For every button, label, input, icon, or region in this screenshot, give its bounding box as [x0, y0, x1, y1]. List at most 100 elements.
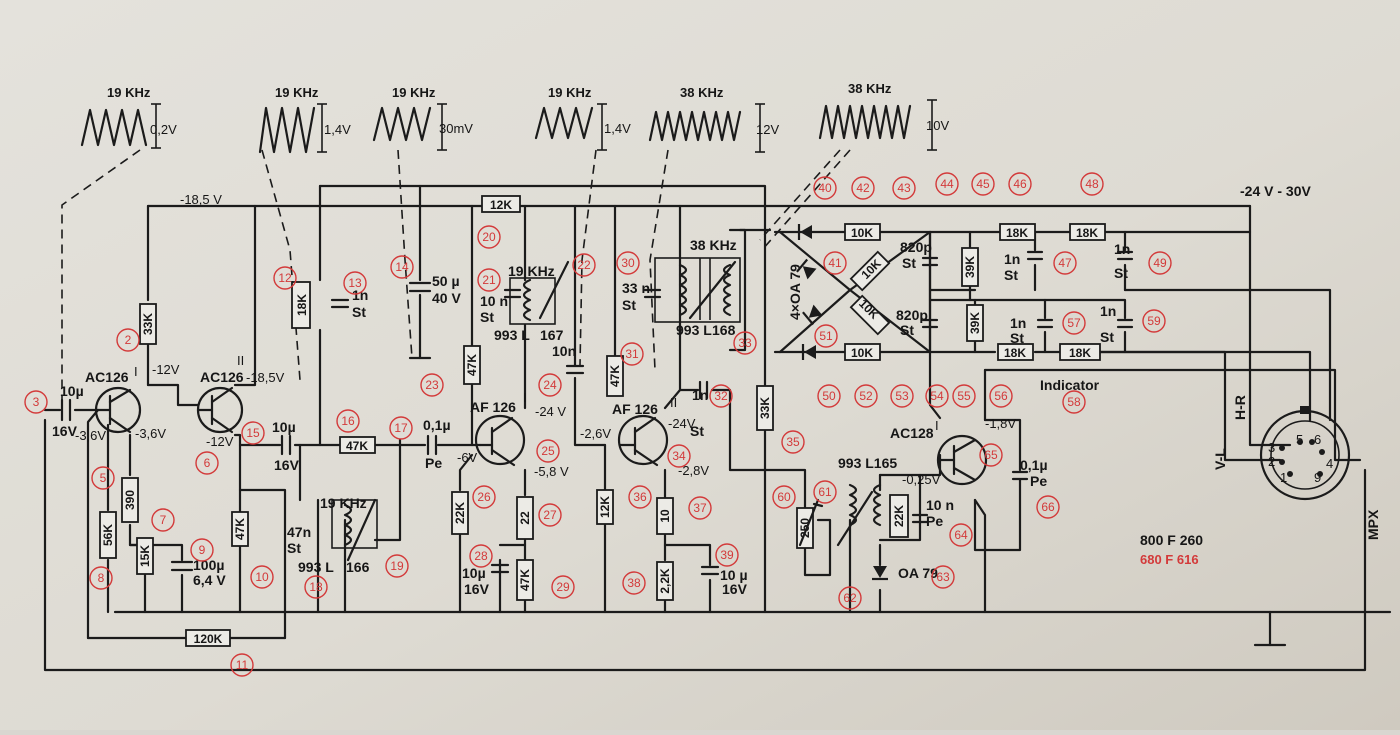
svg-text:66: 66 — [1041, 500, 1055, 514]
resistor-7: 15K — [137, 538, 153, 574]
resistor-45: 39K — [962, 248, 978, 286]
svg-text:7: 7 — [160, 513, 167, 527]
svg-text:56: 56 — [994, 389, 1008, 403]
svg-text:10 n: 10 n — [480, 293, 508, 309]
svg-text:15: 15 — [246, 426, 260, 440]
svg-text:-18,5V: -18,5V — [246, 370, 285, 385]
svg-text:14: 14 — [395, 260, 409, 274]
svg-text:23: 23 — [425, 378, 439, 392]
svg-text:16V: 16V — [722, 581, 748, 597]
svg-text:19 KHz: 19 KHz — [548, 85, 592, 100]
svg-text:36: 36 — [633, 490, 647, 504]
svg-text:St: St — [287, 540, 301, 556]
svg-text:6: 6 — [204, 456, 211, 470]
svg-text:39K: 39K — [963, 256, 977, 278]
svg-text:41: 41 — [828, 256, 842, 270]
resistor-63: 22K — [890, 495, 908, 537]
svg-text:15K: 15K — [138, 545, 152, 567]
svg-text:22: 22 — [518, 511, 532, 525]
svg-text:Pe: Pe — [425, 455, 442, 471]
resistor-58: 18K — [1060, 344, 1100, 360]
svg-text:-24 V - 30V: -24 V - 30V — [1240, 183, 1311, 199]
svg-text:AF 126: AF 126 — [470, 399, 516, 415]
svg-text:V-L: V-L — [1212, 448, 1228, 470]
svg-text:54: 54 — [930, 389, 944, 403]
svg-text:II: II — [237, 353, 244, 368]
svg-text:MPX: MPX — [1365, 509, 1381, 540]
svg-text:St: St — [352, 304, 366, 320]
resistor-31: 47K — [607, 356, 623, 396]
svg-text:167: 167 — [540, 327, 564, 343]
svg-text:820p: 820p — [900, 239, 932, 255]
svg-text:Pe: Pe — [1030, 473, 1047, 489]
svg-text:2,2K: 2,2K — [658, 568, 672, 594]
svg-text:61: 61 — [818, 485, 832, 499]
resistor-38: 2,2K — [657, 562, 673, 600]
svg-text:18K: 18K — [1069, 346, 1091, 360]
svg-text:47: 47 — [1058, 256, 1072, 270]
resistor-10: 47K — [232, 512, 248, 546]
svg-text:1n: 1n — [1100, 303, 1116, 319]
svg-text:19 KHz: 19 KHz — [392, 85, 436, 100]
svg-text:0,1µ: 0,1µ — [423, 417, 451, 433]
resistor-46: 18K — [1000, 224, 1035, 240]
svg-text:32: 32 — [714, 389, 728, 403]
svg-text:42: 42 — [856, 181, 870, 195]
svg-text:12K: 12K — [598, 496, 612, 518]
resistor-2: 33K — [140, 304, 156, 344]
svg-text:16: 16 — [341, 414, 355, 428]
svg-text:10: 10 — [255, 570, 269, 584]
svg-text:18K: 18K — [1006, 226, 1028, 240]
svg-text:I: I — [935, 418, 939, 433]
svg-text:1: 1 — [1280, 470, 1287, 485]
svg-text:8: 8 — [98, 571, 105, 585]
svg-text:10 n: 10 n — [926, 497, 954, 513]
svg-text:33: 33 — [738, 336, 752, 350]
svg-text:AF 126: AF 126 — [612, 401, 658, 417]
svg-text:3: 3 — [1268, 440, 1275, 455]
resistor-8: 56K — [100, 512, 116, 558]
svg-text:19 KHz: 19 KHz — [275, 85, 319, 100]
svg-text:12V: 12V — [756, 122, 779, 137]
svg-text:9: 9 — [199, 543, 206, 557]
svg-text:25: 25 — [541, 444, 555, 458]
svg-text:11: 11 — [236, 658, 249, 672]
svg-text:10K: 10K — [851, 226, 873, 240]
svg-text:16V: 16V — [464, 581, 490, 597]
svg-text:24: 24 — [543, 378, 557, 392]
svg-text:2: 2 — [1268, 454, 1275, 469]
svg-text:59: 59 — [1147, 314, 1161, 328]
svg-text:4: 4 — [1326, 456, 1333, 471]
svg-text:-0,25V: -0,25V — [902, 472, 941, 487]
resistor-42: 10K — [845, 224, 880, 240]
svg-text:-1,8V: -1,8V — [985, 416, 1016, 431]
svg-text:18K: 18K — [295, 294, 309, 316]
svg-text:I: I — [134, 364, 138, 379]
svg-text:1n: 1n — [1010, 315, 1026, 331]
svg-text:35: 35 — [786, 435, 800, 449]
resistor-27: 22 — [517, 497, 533, 539]
svg-text:1,4V: 1,4V — [324, 122, 351, 137]
svg-text:47n: 47n — [287, 524, 311, 540]
svg-text:St: St — [1100, 329, 1114, 345]
svg-text:47K: 47K — [346, 439, 368, 453]
svg-text:1,4V: 1,4V — [604, 121, 631, 136]
svg-text:-24 V: -24 V — [535, 404, 566, 419]
svg-text:50 µ: 50 µ — [432, 273, 460, 289]
svg-text:120K: 120K — [194, 632, 223, 646]
svg-text:-12V: -12V — [206, 434, 234, 449]
svg-text:Pe: Pe — [926, 513, 943, 529]
svg-text:2: 2 — [125, 333, 132, 347]
svg-text:6,4 V: 6,4 V — [193, 572, 226, 588]
svg-text:34: 34 — [672, 449, 686, 463]
svg-text:55: 55 — [957, 389, 971, 403]
svg-text:40 V: 40 V — [432, 290, 461, 306]
resistor-55: 39K — [967, 305, 983, 341]
svg-text:39: 39 — [720, 548, 734, 562]
svg-text:AC128: AC128 — [890, 425, 934, 441]
resistor-20: 12K — [482, 196, 520, 212]
svg-text:1n: 1n — [692, 387, 708, 403]
svg-text:38: 38 — [627, 576, 641, 590]
svg-text:22K: 22K — [453, 502, 467, 524]
svg-text:33K: 33K — [141, 313, 155, 335]
